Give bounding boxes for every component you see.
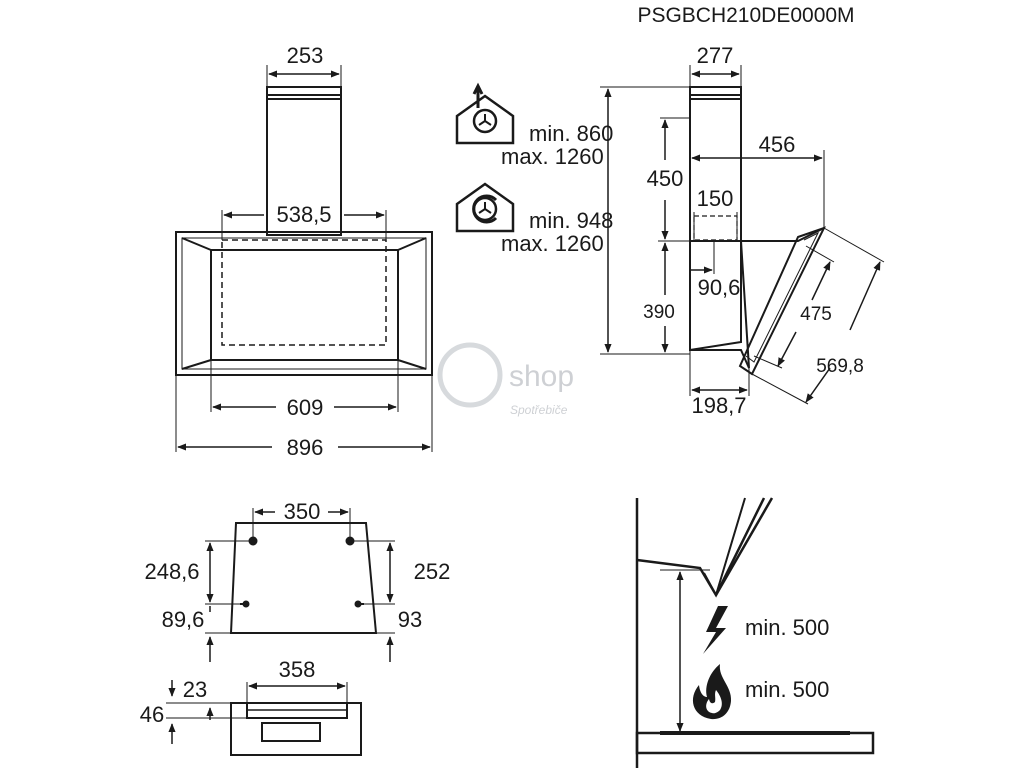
label-hole-spacing: 350	[284, 499, 321, 524]
clearance-wall	[635, 497, 875, 768]
clearance-electric: min. 500	[745, 615, 829, 640]
dim-clearance	[660, 569, 710, 732]
label-left-height: 248,6	[144, 559, 199, 584]
label-bottom-depth: 198,7	[691, 393, 746, 418]
label-bracket-offset: 23	[183, 677, 207, 702]
dim-canopy-depth: 456	[691, 132, 825, 228]
dim-bracket-offset: 23	[166, 677, 231, 720]
label-left-bottom: 89,6	[162, 607, 205, 632]
dim-body-height: 390	[643, 242, 675, 353]
label-outlet: 150	[697, 186, 734, 211]
lightning-icon	[703, 606, 728, 654]
recirculation-min: min. 948	[529, 208, 613, 233]
front-chimney	[266, 86, 342, 236]
watermark-tagline: Spotřebiče	[510, 403, 568, 417]
bracket-outline	[230, 702, 362, 756]
flame-icon	[692, 664, 732, 720]
dim-left-bottom: 89,6	[162, 606, 231, 662]
recirculation-max: max. 1260	[501, 231, 604, 256]
dim-total-width: 896	[175, 375, 433, 460]
label-right-bottom: 93	[398, 607, 422, 632]
dim-glass-inner: 475	[753, 245, 835, 369]
dim-right-bottom: 93	[376, 607, 422, 662]
label-chimney-depth: 277	[697, 43, 734, 68]
clearance-view: min. 500 min. 500	[635, 497, 875, 768]
label-inner-span: 538,5	[276, 202, 331, 227]
dim-glass-outer: 569,8	[751, 227, 885, 405]
dim-chimney-width: 253	[266, 43, 342, 87]
dim-right-height: 252	[352, 540, 451, 605]
dim-outlet: 150	[693, 186, 738, 240]
dim-inner-span: 538,5	[221, 202, 387, 240]
label-canopy-width: 609	[287, 395, 324, 420]
label-right-height: 252	[414, 559, 451, 584]
bracket: 358 23 46	[140, 657, 362, 756]
label-body-height: 390	[643, 302, 675, 323]
mounting-plate: 350 248,6 89,6 252 93	[144, 499, 450, 662]
plate-outline	[229, 522, 378, 634]
extraction-min: min. 860	[529, 121, 613, 146]
side-glass-panel	[738, 226, 826, 376]
house-fan-extraction-icon	[455, 82, 515, 145]
label-glass-outer: 569,8	[816, 356, 864, 377]
front-view: 253 538,5 609 896	[175, 43, 433, 460]
dim-chimney-height: 450	[647, 117, 690, 242]
model-code: PSGBCH210DE0000M	[637, 4, 854, 27]
dim-left-height: 248,6	[144, 540, 250, 605]
installation-extraction: min. 860 max. 1260	[455, 82, 613, 169]
dim-chimney-depth: 277	[689, 43, 742, 87]
extraction-max: max. 1260	[501, 144, 604, 169]
label-chimney-height: 450	[647, 166, 684, 191]
watermark-brand: shop	[509, 360, 574, 393]
watermark-logo	[437, 342, 503, 408]
label-total-width: 896	[287, 435, 324, 460]
front-canopy	[175, 231, 433, 376]
dim-hole-spacing: 350	[252, 499, 351, 537]
house-fan-recirculation-icon	[455, 182, 515, 233]
installation-recirculation: min. 948 max. 1260	[455, 182, 613, 256]
dim-outlet-offset: 90,6	[690, 241, 740, 300]
dim-install-height	[600, 86, 690, 355]
label-bracket-height: 46	[140, 702, 164, 727]
label-chimney-width: 253	[287, 43, 324, 68]
side-chimney	[689, 86, 742, 242]
label-canopy-depth: 456	[759, 132, 796, 157]
dim-canopy-width: 609	[210, 360, 399, 420]
watermark: shop Spotřebiče	[437, 342, 574, 417]
dim-bottom-depth: 198,7	[689, 350, 750, 418]
label-bracket-width: 358	[279, 657, 316, 682]
dim-bracket-width: 358	[246, 657, 348, 703]
side-view: 277 456 450 150	[600, 43, 885, 418]
clearance-gas: min. 500	[745, 677, 829, 702]
label-glass-inner: 475	[800, 304, 832, 325]
label-outlet-offset: 90,6	[698, 275, 741, 300]
dim-bracket-height: 46	[140, 702, 247, 744]
